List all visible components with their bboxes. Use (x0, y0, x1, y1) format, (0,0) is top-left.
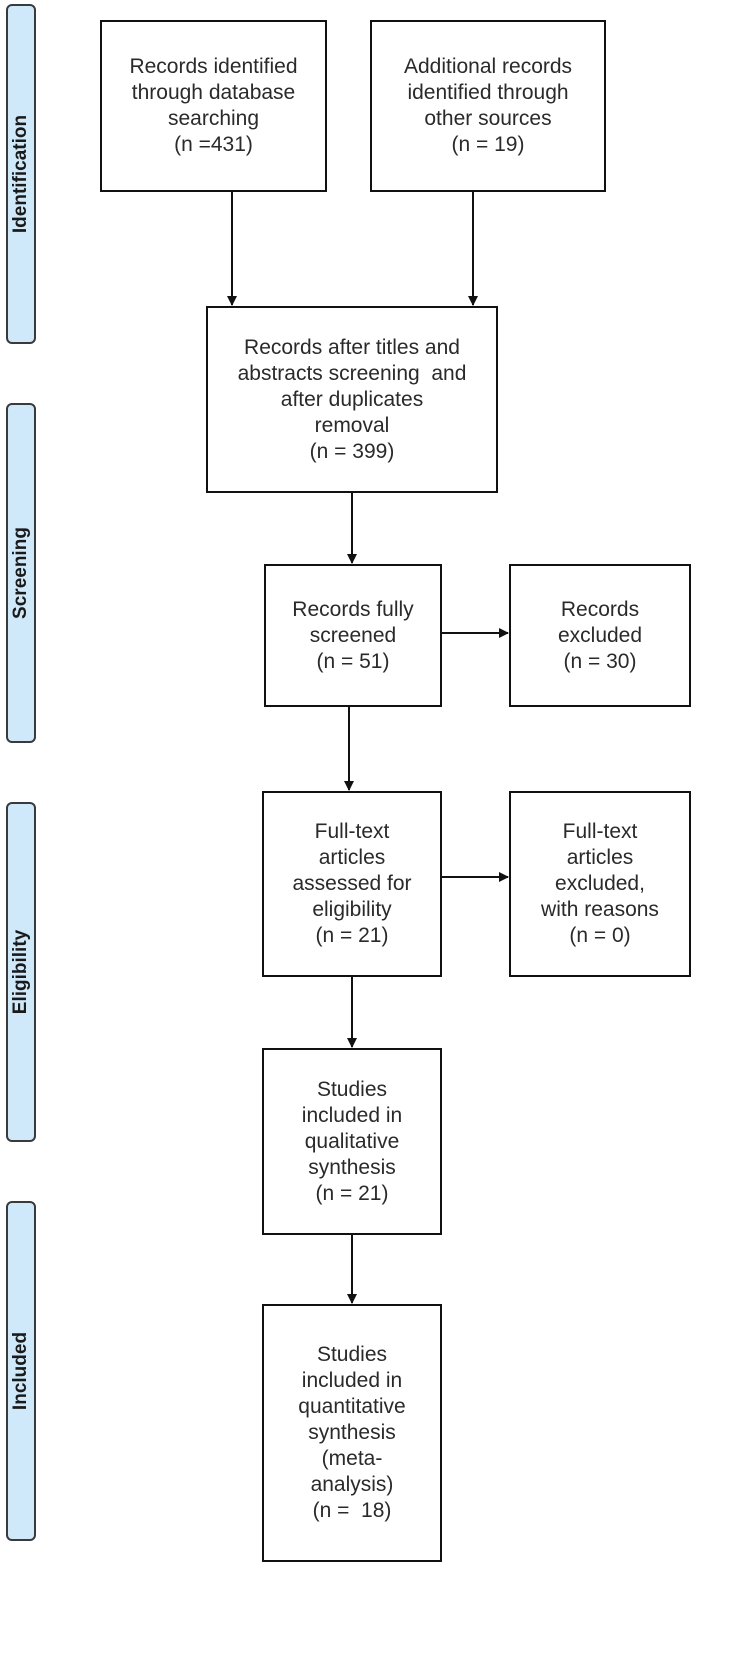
box-quantitative-synthesis: Studies included in quantitative synthes… (262, 1304, 442, 1562)
box-other-records-line: identified through (407, 81, 569, 104)
phase-eligibility: Eligibility (6, 802, 36, 1142)
box-other-records: Additional records identified through ot… (370, 20, 606, 192)
box-quantitative-synthesis-line: (meta- (321, 1447, 383, 1470)
box-records-excluded: Records excluded (n = 30) (509, 564, 691, 707)
box-database-records-line: through database (131, 81, 296, 104)
box-other-records-line: other sources (424, 107, 552, 130)
box-other-records-line: Additional records (403, 55, 573, 78)
box-fulltext-assessed-line: eligibility (312, 898, 392, 921)
box-quantitative-synthesis-count: (n = 18) (312, 1499, 392, 1522)
box-fully-screened-line: screened (309, 623, 397, 647)
box-fulltext-assessed-line: articles (318, 846, 386, 869)
box-fully-screened-count: (n = 51) (316, 649, 390, 673)
box-fulltext-assessed: Full-text articles assessed for eligibil… (262, 791, 442, 977)
box-fulltext-excluded-line: Full-text (562, 820, 638, 843)
box-after-screening-line: Records after titles and (244, 335, 460, 359)
phase-screening: Screening (6, 403, 36, 743)
box-after-screening: Records after titles and abstracts scree… (206, 306, 498, 493)
box-quantitative-synthesis-line: analysis) (310, 1473, 394, 1496)
box-after-screening-line: removal (314, 413, 390, 437)
box-database-records-count: (n =431) (174, 133, 253, 156)
box-quantitative-synthesis-line: quantitative (298, 1395, 406, 1418)
box-fulltext-excluded-count: (n = 0) (569, 924, 631, 947)
box-quantitative-synthesis-line: synthesis (308, 1421, 396, 1444)
box-other-records-count: (n = 19) (451, 133, 525, 156)
phase-identification: Identification (6, 4, 36, 344)
phase-included: Included (6, 1201, 36, 1541)
box-quantitative-synthesis-line: Studies (316, 1343, 388, 1366)
box-fulltext-excluded-line: with reasons (541, 898, 659, 921)
box-fully-screened-line: Records fully (292, 597, 414, 621)
box-database-records: Records identified through database sear… (100, 20, 327, 192)
box-qualitative-synthesis-line: Studies (316, 1077, 388, 1101)
box-qualitative-synthesis-line: included in (301, 1103, 403, 1127)
box-fulltext-excluded-line: articles (566, 846, 634, 869)
box-qualitative-synthesis: Studies included in qualitative synthesi… (262, 1048, 442, 1235)
box-database-records-line: Records identified (129, 55, 298, 78)
box-records-excluded-count: (n = 30) (563, 649, 637, 673)
box-fully-screened: Records fully screened (n = 51) (264, 564, 442, 707)
box-records-excluded-line: excluded (557, 623, 643, 647)
box-fulltext-excluded-line: excluded, (555, 872, 645, 895)
box-qualitative-synthesis-count: (n = 21) (315, 1181, 389, 1205)
box-quantitative-synthesis-line: included in (301, 1369, 403, 1392)
box-database-records-line: searching (167, 107, 260, 130)
box-qualitative-synthesis-line: synthesis (308, 1155, 396, 1179)
box-after-screening-line: abstracts screening and (237, 361, 467, 385)
box-fulltext-assessed-count: (n = 21) (315, 924, 389, 947)
box-fulltext-excluded: Full-text articles excluded, with reason… (509, 791, 691, 977)
box-after-screening-count: (n = 399) (309, 439, 395, 463)
box-records-excluded-line: Records (560, 597, 640, 621)
box-after-screening-line: after duplicates (280, 387, 424, 411)
box-fulltext-assessed-line: assessed for (292, 872, 412, 895)
box-fulltext-assessed-line: Full-text (314, 820, 390, 843)
box-qualitative-synthesis-line: qualitative (304, 1129, 400, 1153)
